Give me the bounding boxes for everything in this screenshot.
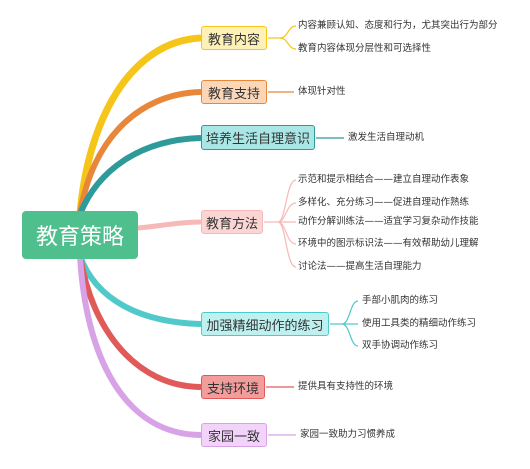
branch-environment: 支持环境 — [201, 375, 265, 399]
branch-fine-motor: 加强精细动作的练习 — [201, 312, 329, 336]
leaf-fine-motor-1: 手部小肌肉的练习 — [362, 295, 439, 306]
leaf-methods-4: 环境中的图示标识法——有效帮助幼儿理解 — [298, 238, 479, 249]
branch-methods: 教育方法 — [201, 210, 263, 234]
branch-support: 教育支持 — [201, 80, 267, 104]
leaf-environment-1: 提供具有支持性的环境 — [298, 381, 394, 392]
connector-methods — [135, 219, 203, 231]
branch-self-care: 培养生活自理意识 — [201, 125, 315, 150]
leaf-methods-5: 讨论法——提高生活自理能力 — [298, 261, 422, 272]
root-node: 教育策略 — [22, 211, 138, 259]
sub-connector-content — [268, 25, 297, 50]
branch-content: 教育内容 — [201, 26, 267, 50]
leaf-self-care-1: 激发生活自理动机 — [348, 132, 425, 143]
connector-content — [76, 34, 204, 218]
leaf-content-2: 教育内容体现分层性和可选择性 — [298, 43, 432, 54]
leaf-methods-2: 多样化、充分练习——促进自理动作熟练 — [298, 197, 470, 208]
leaf-support-1: 体现针对性 — [298, 86, 346, 97]
leaf-fine-motor-2: 使用工具类的精细动作练习 — [362, 318, 477, 329]
connector-fine-motor — [77, 253, 203, 327]
sub-connector-methods — [264, 179, 297, 268]
leaf-content-1: 内容兼顾认知、态度和行为，尤其突出行为部分 — [298, 20, 498, 31]
sub-connector-fine-motor — [330, 300, 359, 347]
connector-environment — [77, 253, 203, 390]
connector-self-care — [77, 135, 203, 217]
leaf-methods-3: 动作分解训练法——适宜学习复杂动作技能 — [298, 216, 479, 227]
branch-home: 家园一致 — [201, 423, 267, 447]
connector-support — [77, 89, 203, 217]
leaf-home-1: 家园一致助力习惯养成 — [300, 429, 396, 440]
leaf-methods-1: 示范和提示相结合——建立自理动作表象 — [298, 174, 470, 185]
leaf-fine-motor-3: 双手协调动作练习 — [362, 340, 439, 351]
connector-home — [77, 253, 203, 438]
